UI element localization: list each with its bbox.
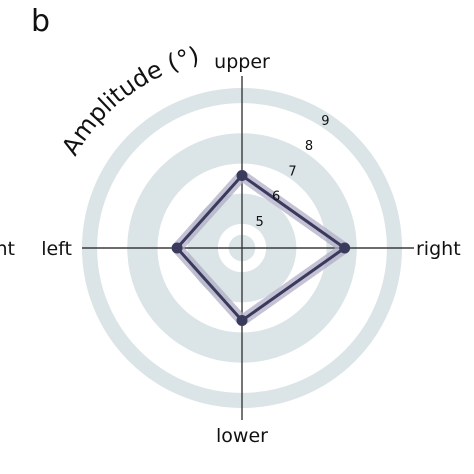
r-tick-7: 7 (288, 164, 296, 179)
data-point-upper (236, 170, 248, 182)
series-layer (171, 170, 351, 326)
axis-label-left: left (41, 238, 72, 260)
axis-label-lower: lower (216, 425, 268, 447)
data-point-left (171, 242, 183, 254)
r-tick-5: 5 (256, 215, 264, 230)
axis-label-upper: upper (214, 51, 270, 73)
panel-letter: b (31, 4, 50, 39)
clipped-axis-label: nt (0, 238, 15, 260)
r-tick-6: 6 (272, 190, 280, 205)
data-point-right (339, 242, 351, 254)
axis-layer (82, 76, 414, 420)
r-tick-9: 9 (321, 114, 329, 129)
data-point-lower (236, 314, 248, 326)
r-tick-8: 8 (305, 139, 313, 154)
axis-label-right: right (416, 238, 461, 260)
